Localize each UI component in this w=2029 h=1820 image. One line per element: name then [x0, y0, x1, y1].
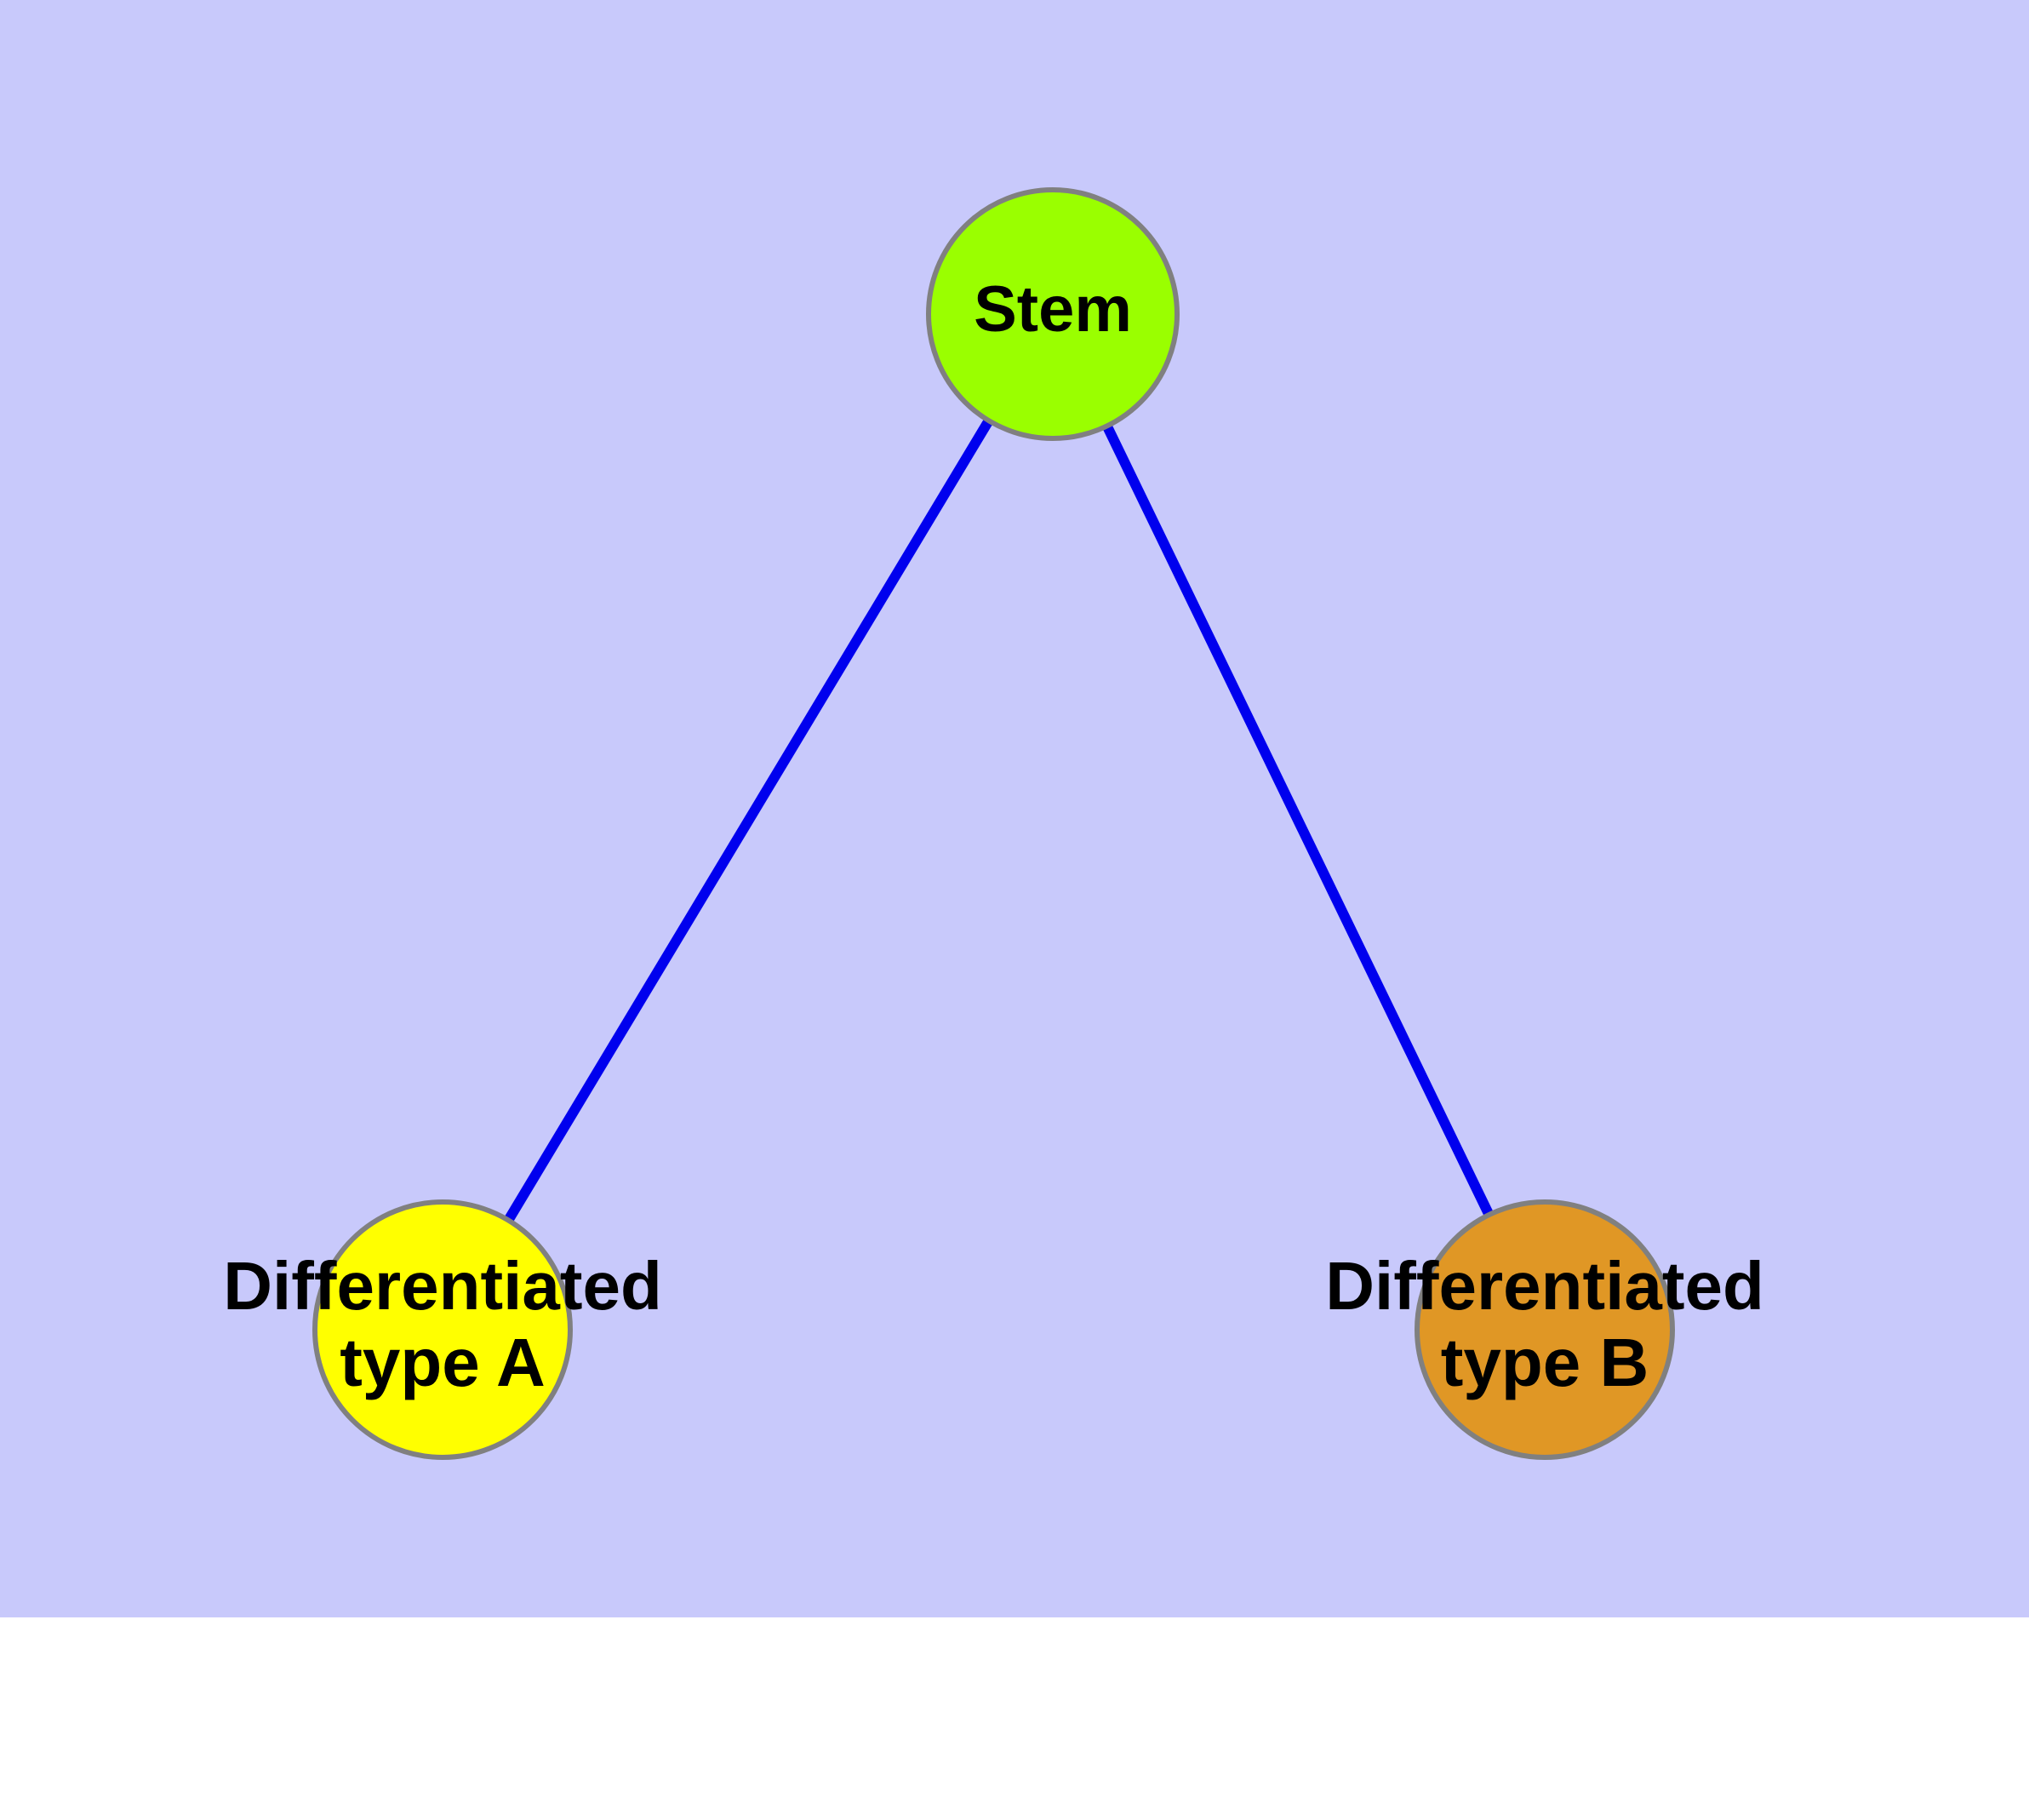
- node-diff-a-label-line: Differentiated: [223, 1248, 662, 1324]
- edge-stem-to-diff-b[interactable]: [1048, 312, 1550, 1332]
- node-diff-b-circle[interactable]: [1415, 1199, 1675, 1460]
- node-diff-b-label-line: Differentiated: [1325, 1248, 1764, 1324]
- node-diff-b-label-line: type B: [1441, 1325, 1649, 1400]
- node-diff-a-label-line: type A: [340, 1325, 546, 1400]
- edges-group: [437, 311, 1550, 1333]
- node-stem-label: Stem: [974, 273, 1132, 346]
- node-diff-a-circle[interactable]: [312, 1199, 573, 1460]
- node-stem-circle[interactable]: [926, 187, 1180, 441]
- edge-stem-to-diff-a[interactable]: [437, 311, 1058, 1333]
- node-stem-label-line: Stem: [974, 273, 1132, 346]
- node-stem[interactable]: Stem: [926, 187, 1180, 441]
